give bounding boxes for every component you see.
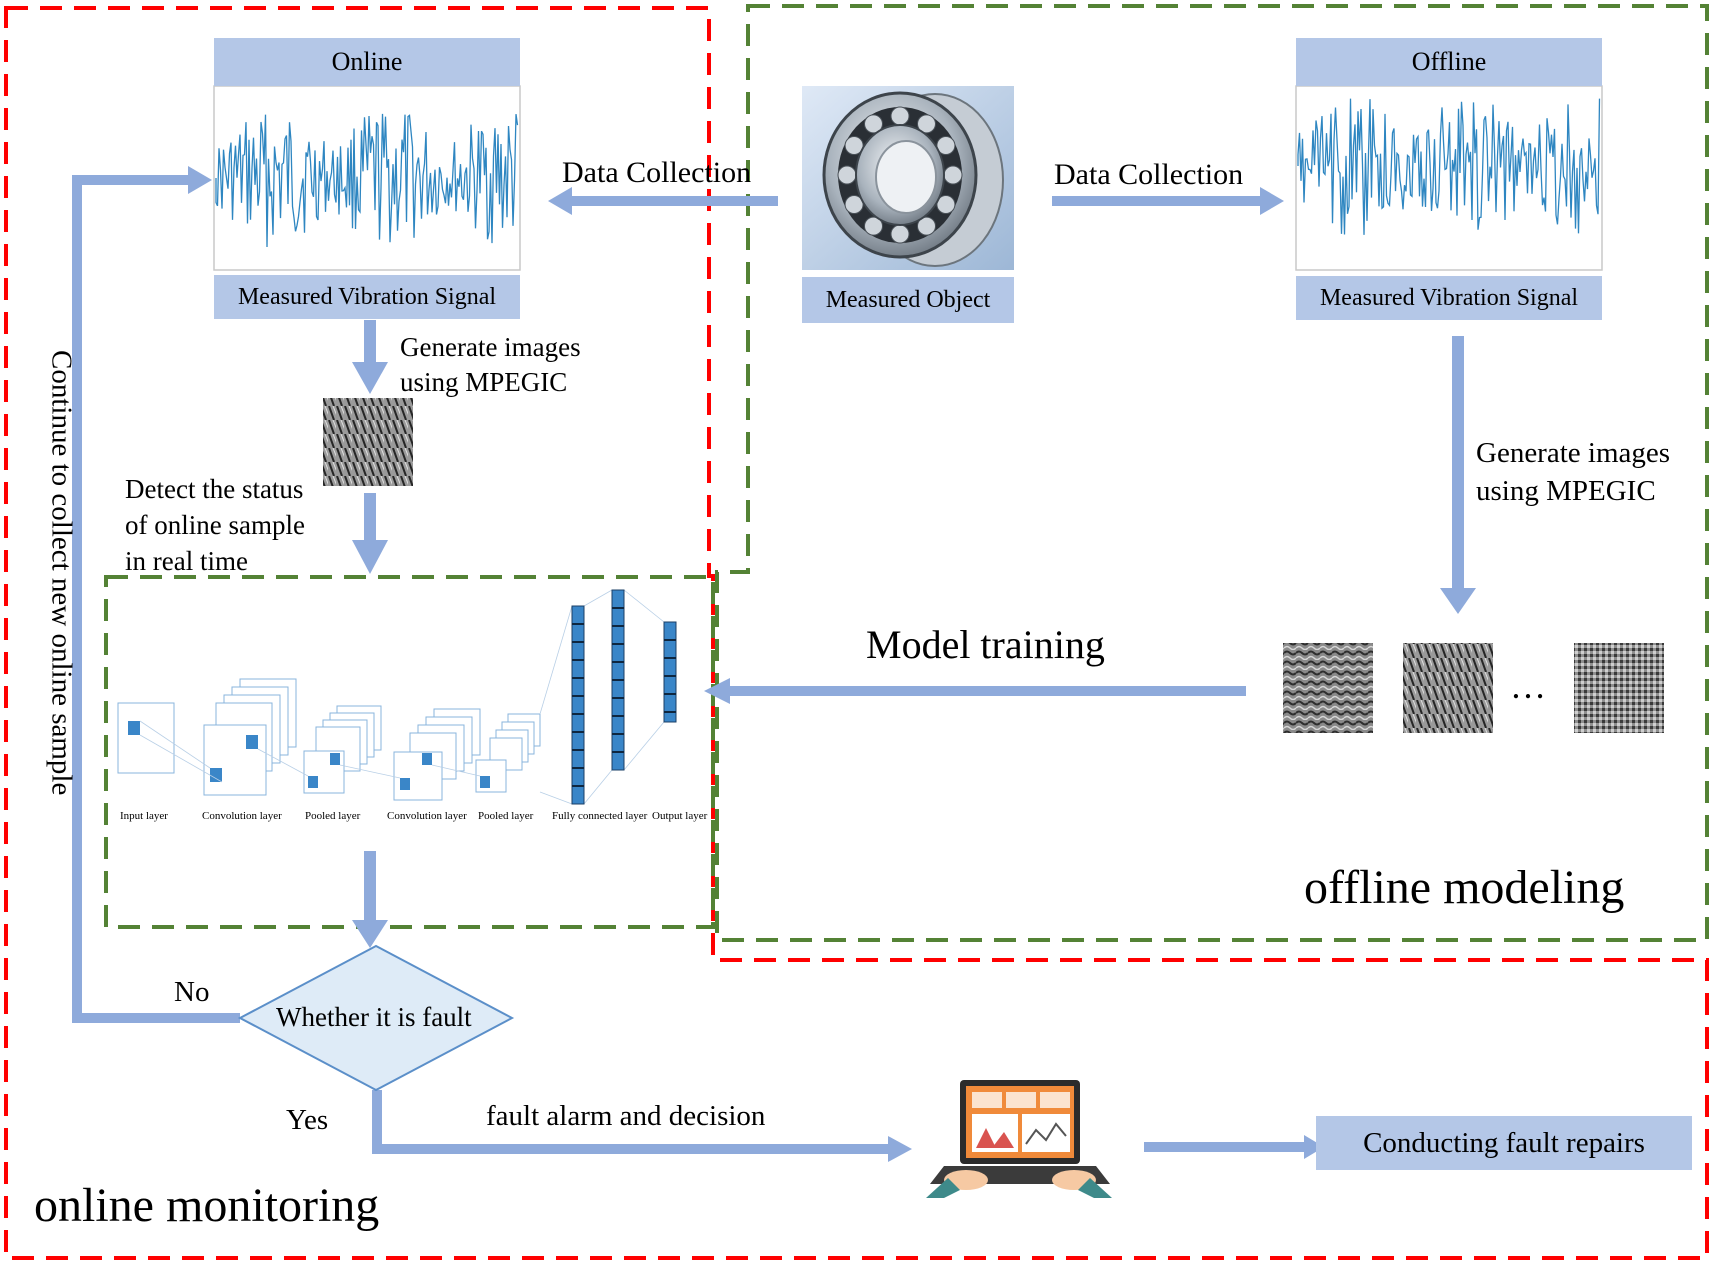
bearing-ball xyxy=(917,216,936,236)
detect-status-line2: of online sample xyxy=(125,510,305,540)
cnn-layer-label: Convolution layer xyxy=(387,810,467,822)
bearing-ball xyxy=(844,136,864,155)
cnn-layer-label: Convolution layer xyxy=(202,810,282,822)
generate-online-line1: Generate images xyxy=(400,332,581,362)
offline-generated-image-1 xyxy=(1283,643,1373,733)
bearing-ball xyxy=(936,195,956,214)
offline-modeling-title: offline modeling xyxy=(1304,861,1625,914)
fc-column xyxy=(571,605,585,805)
offline-modeling-region xyxy=(715,4,1709,942)
bearing-ball xyxy=(864,216,883,236)
generate-offline-line2: using MPEGIC xyxy=(1476,475,1656,507)
offline-generated-image-3 xyxy=(1574,643,1664,733)
continue-collect-label: Continue to collect new online sample xyxy=(45,350,78,796)
online-generated-image xyxy=(323,398,413,486)
no-label: No xyxy=(174,976,210,1008)
cnn-layer-label: Output layer xyxy=(652,810,708,822)
fc-column xyxy=(663,621,677,723)
bearing-ball xyxy=(917,114,936,134)
decision-label: Whether it is fault xyxy=(276,1002,472,1032)
cnn-layer-label: Input layer xyxy=(120,810,168,822)
fault-alarm-label: fault alarm and decision xyxy=(486,1100,766,1132)
decision-diamond xyxy=(237,944,515,1092)
offline-signal-label: Measured Vibration Signal xyxy=(1296,276,1602,320)
cnn-region xyxy=(104,575,715,929)
online-monitoring-title: online monitoring xyxy=(34,1179,380,1232)
fully-connected-layers xyxy=(571,589,677,805)
offline-vibration-waveform xyxy=(1297,98,1601,235)
bearing-ball xyxy=(844,195,864,214)
ellipsis: … xyxy=(1510,666,1546,706)
online-header: Online xyxy=(214,38,520,86)
bearing-ball xyxy=(936,136,956,155)
bearing-ball xyxy=(943,165,963,185)
cnn-layer-label: Fully connected layer xyxy=(552,810,648,822)
bearing-ball xyxy=(837,165,857,185)
bearing-image xyxy=(802,86,1014,270)
data-collection-left-label: Data Collection xyxy=(562,156,752,189)
online-signal-label: Measured Vibration Signal xyxy=(214,275,520,319)
detect-status-line3: in real time xyxy=(125,546,248,576)
data-collection-right-label: Data Collection xyxy=(1054,158,1244,191)
measured-object-label: Measured Object xyxy=(802,277,1014,323)
model-training-label: Model training xyxy=(866,622,1105,667)
cnn-layer-label: Pooled layer xyxy=(478,810,534,822)
detect-status-line1: Detect the status xyxy=(125,474,304,504)
cnn-illustration xyxy=(117,589,665,805)
bearing-ball xyxy=(890,106,910,126)
generate-offline-line1: Generate images xyxy=(1476,437,1671,469)
laptop-image xyxy=(926,1074,1112,1198)
yes-label: Yes xyxy=(286,1104,329,1136)
bearing-ball xyxy=(890,224,910,244)
fault-repairs-box: Conducting fault repairs xyxy=(1316,1116,1692,1170)
online-vibration-waveform xyxy=(215,113,519,248)
offline-generated-image-2 xyxy=(1403,643,1493,733)
cnn-layer-label: Pooled layer xyxy=(305,810,361,822)
generate-online-line2: using MPEGIC xyxy=(400,367,568,397)
bearing-ball xyxy=(864,114,883,134)
offline-header: Offline xyxy=(1296,38,1602,86)
